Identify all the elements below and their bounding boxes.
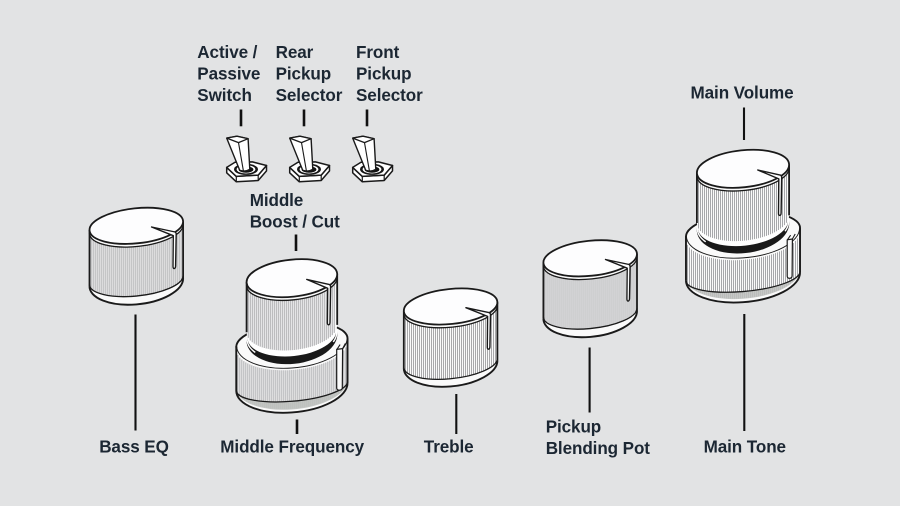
- svg-text:Passive: Passive: [197, 64, 260, 83]
- svg-text:Selector: Selector: [276, 86, 343, 105]
- svg-text:Blending Pot: Blending Pot: [546, 439, 651, 458]
- svg-text:Active /: Active /: [197, 43, 257, 62]
- svg-text:Pickup: Pickup: [276, 64, 331, 83]
- svg-text:Boost / Cut: Boost / Cut: [250, 212, 340, 231]
- svg-text:Middle: Middle: [250, 191, 304, 210]
- svg-text:Front: Front: [356, 43, 400, 62]
- svg-text:Pickup: Pickup: [546, 417, 601, 436]
- svg-text:Pickup: Pickup: [356, 64, 411, 83]
- svg-text:Main Tone: Main Tone: [704, 437, 786, 456]
- svg-text:Treble: Treble: [424, 437, 474, 456]
- svg-text:Switch: Switch: [197, 86, 252, 105]
- svg-text:Selector: Selector: [356, 86, 423, 105]
- svg-text:Rear: Rear: [276, 43, 314, 62]
- svg-text:Bass EQ: Bass EQ: [99, 437, 169, 456]
- svg-text:Main Volume: Main Volume: [691, 83, 794, 102]
- svg-text:Middle Frequency: Middle Frequency: [220, 437, 364, 456]
